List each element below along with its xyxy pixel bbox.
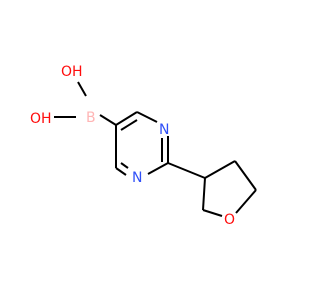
atom-label-oxygen: O: [224, 212, 235, 228]
bond-n3-c4: [115, 167, 127, 176]
bond-c5-c6-double: [120, 119, 138, 131]
bond-thf-c4-c5: [234, 160, 257, 191]
atom-label-oh-top: OH: [61, 64, 83, 80]
bond-thf-o-c2: [202, 209, 223, 217]
atom-label-n1: N: [159, 122, 169, 138]
molecule-structure: OH OH B N N O: [30, 64, 257, 228]
bond-c5-c6: [115, 111, 138, 126]
bond-c2-n3: [147, 162, 169, 175]
atom-label-oh-left: OH: [30, 111, 52, 127]
bond-oh1-b: [77, 81, 87, 97]
bond-n3-c4-double: [120, 162, 129, 169]
bond-thf-c2-c3: [202, 177, 206, 211]
atom-label-n3: N: [132, 170, 142, 186]
atom-label-boron: B: [86, 110, 96, 126]
bond-c6-n1: [136, 111, 158, 123]
bond-c2-c3thf: [167, 162, 206, 179]
bond-b-c5: [99, 114, 117, 126]
bond-thf-c5-o: [235, 189, 257, 214]
bond-thf-c3-c4: [204, 160, 236, 179]
